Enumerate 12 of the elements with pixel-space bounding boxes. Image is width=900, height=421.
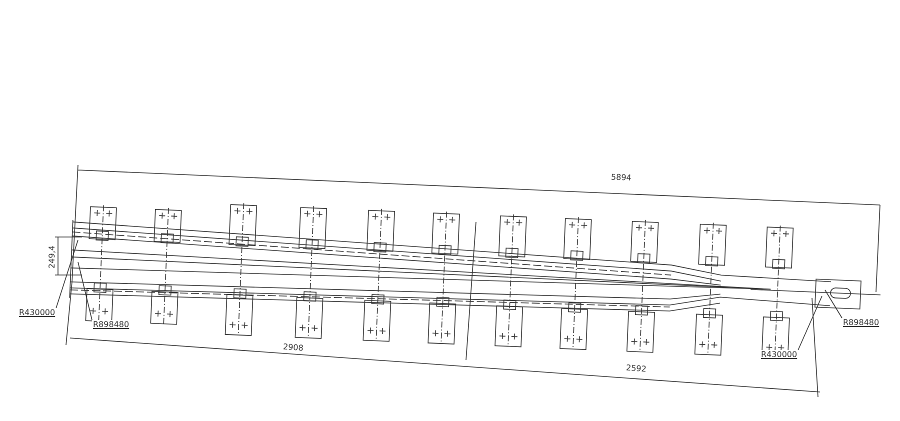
leader-line	[78, 262, 92, 320]
leader-line	[56, 240, 78, 308]
dimension-label: 249,4	[47, 244, 58, 270]
leader-line	[824, 290, 842, 318]
radius-label: R898480	[842, 318, 880, 328]
radius-label: R430000	[760, 350, 798, 360]
leader-line	[798, 296, 822, 350]
dimension-label: 2592	[624, 363, 648, 375]
dimension-label: 2908	[282, 342, 305, 354]
dimension-label: 5894	[610, 172, 633, 184]
radius-label: R898480	[92, 320, 130, 330]
radius-label: R430000	[18, 308, 56, 318]
